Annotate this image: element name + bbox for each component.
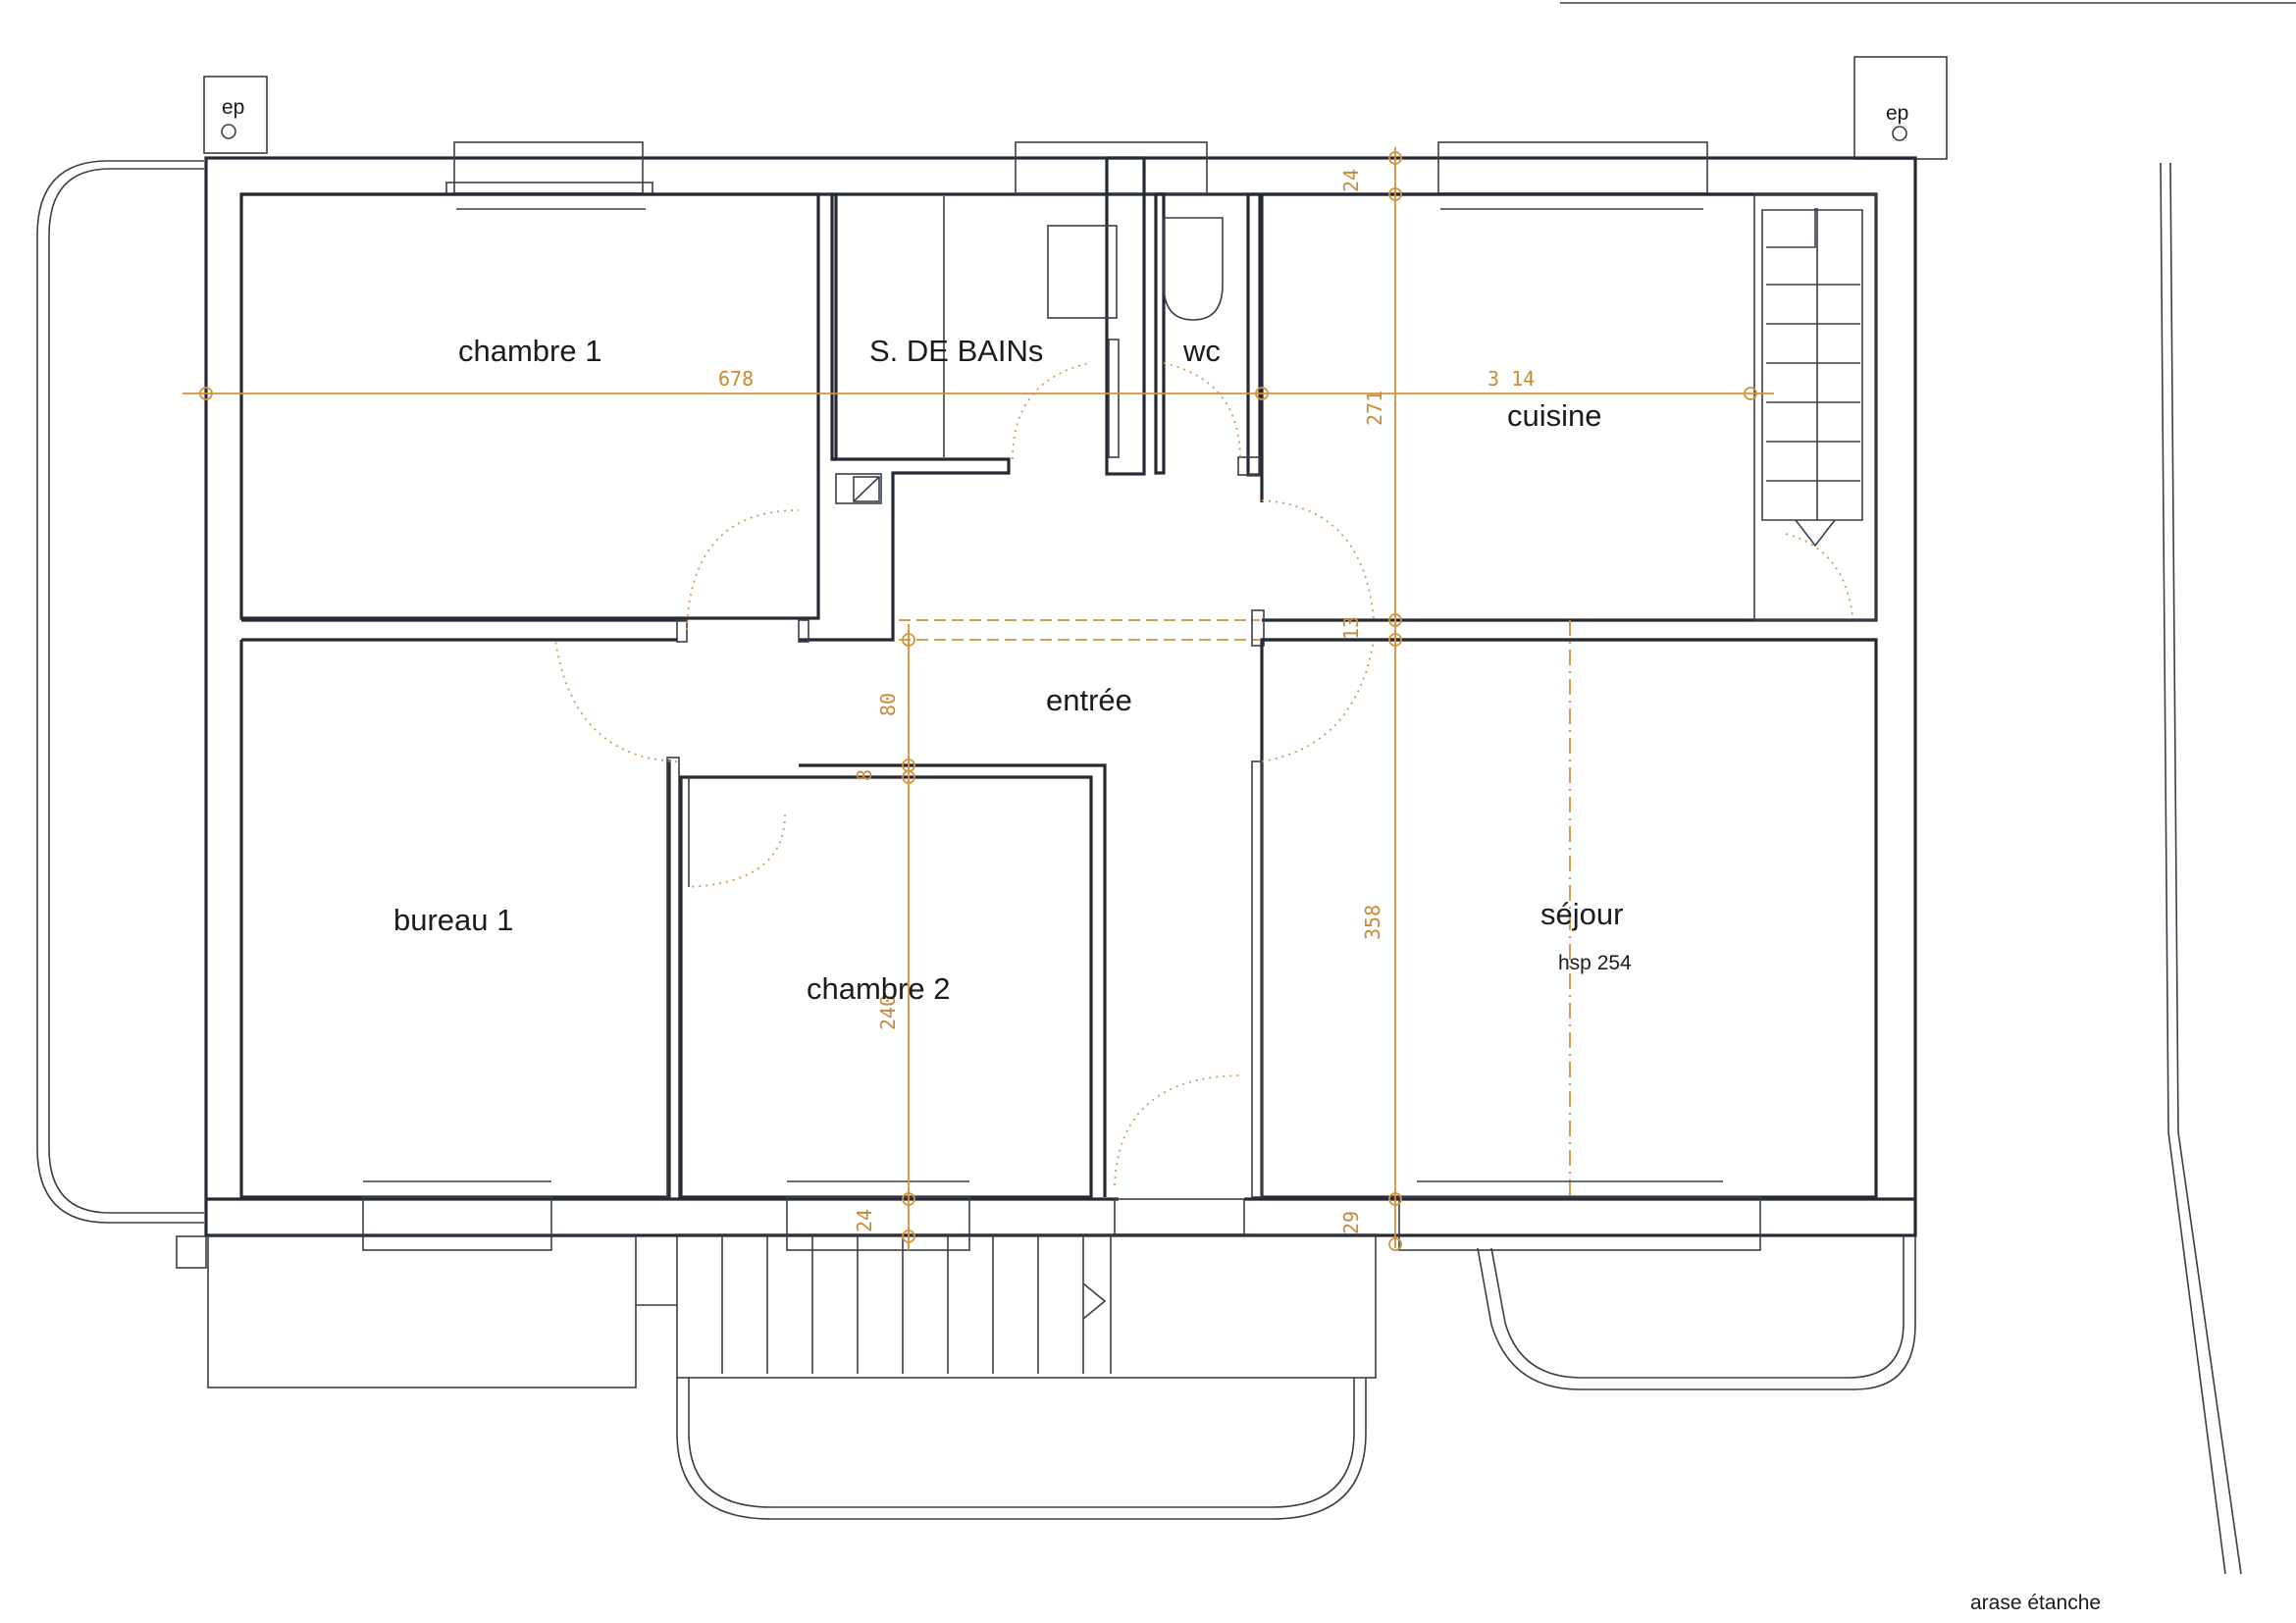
label-sejour-height: hsp 254 xyxy=(1558,952,1632,974)
rain-pipe-left xyxy=(203,76,268,154)
label-bureau-1: bureau 1 xyxy=(393,903,513,937)
entry-stairs xyxy=(636,1233,1377,1379)
front-terrace xyxy=(676,1378,1367,1520)
boundary-wall xyxy=(2160,162,2242,1575)
dimension-middle-wall: 13 xyxy=(1339,616,1363,640)
label-entree: entrée xyxy=(1046,683,1132,717)
dimension-bottom-wall-right: 29 xyxy=(1339,1211,1363,1234)
dimension-cuisine-depth: 271 xyxy=(1363,391,1386,426)
dimension-entree-depth: 80 xyxy=(876,693,900,716)
dimension-width-total: 678 xyxy=(718,367,754,391)
label-chambre-2: chambre 2 xyxy=(807,971,950,1006)
room-chambre-1 xyxy=(239,192,820,620)
dimension-sejour-depth: 358 xyxy=(1361,905,1384,940)
label-arase-etanche: arase étanche xyxy=(1970,1592,2101,1614)
room-cuisine xyxy=(1260,192,1878,622)
label-ep-left: ep xyxy=(222,96,244,119)
room-chambre-2 xyxy=(679,763,1107,1199)
exterior-wall-bottom xyxy=(206,1180,1915,1251)
right-terrace xyxy=(1477,1236,1916,1390)
dimension-top-wall: 24 xyxy=(1339,169,1363,192)
door-swings xyxy=(554,362,1853,1186)
label-wc: wc xyxy=(1182,334,1221,368)
label-cuisine: cuisine xyxy=(1507,398,1602,433)
label-salle-de-bains: S. DE BAINs xyxy=(869,334,1043,368)
dimension-inner-wall: 8 xyxy=(853,769,876,781)
dimension-width-cuisine: 3 14 xyxy=(1487,367,1535,391)
staircase-kitchen xyxy=(1766,208,1860,548)
label-sejour: séjour xyxy=(1540,897,1623,931)
dimension-lines xyxy=(183,147,1774,1251)
left-terrace xyxy=(36,160,204,1224)
dimension-bottom-wall: 24 xyxy=(853,1209,876,1232)
label-ep-right: ep xyxy=(1886,102,1908,125)
room-bathroom-wc xyxy=(830,192,1262,642)
label-chambre-1: chambre 1 xyxy=(458,334,601,368)
dimension-chambre2-depth: 240 xyxy=(876,995,900,1030)
